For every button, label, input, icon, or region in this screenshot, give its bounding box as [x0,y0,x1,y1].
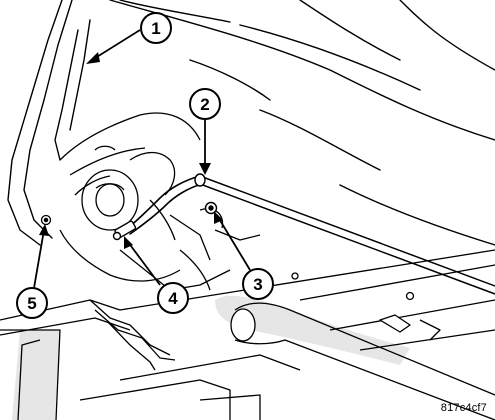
seat-back-frame [7,0,495,246]
leader-lines [33,29,251,289]
callout-4: 4 [157,282,189,314]
seat-track-rails [0,249,495,420]
shaded-surfaces [12,295,410,420]
fastener-5 [40,214,52,226]
callout-3: 3 [242,268,274,300]
callout-3-label: 3 [253,275,262,294]
callout-1-label: 1 [151,19,160,38]
callout-2: 2 [189,88,221,120]
callout-2-label: 2 [200,95,209,114]
mechanism-housing [59,112,261,291]
callout-4-label: 4 [168,289,178,308]
fastener-3 [204,201,218,215]
cable-end-fitting [112,220,137,241]
release-cable [127,173,495,295]
callout-5: 5 [16,287,48,319]
callout-1: 1 [140,12,172,44]
figure-id: 817c4cf7 [440,402,487,414]
callout-5-label: 5 [27,294,36,313]
